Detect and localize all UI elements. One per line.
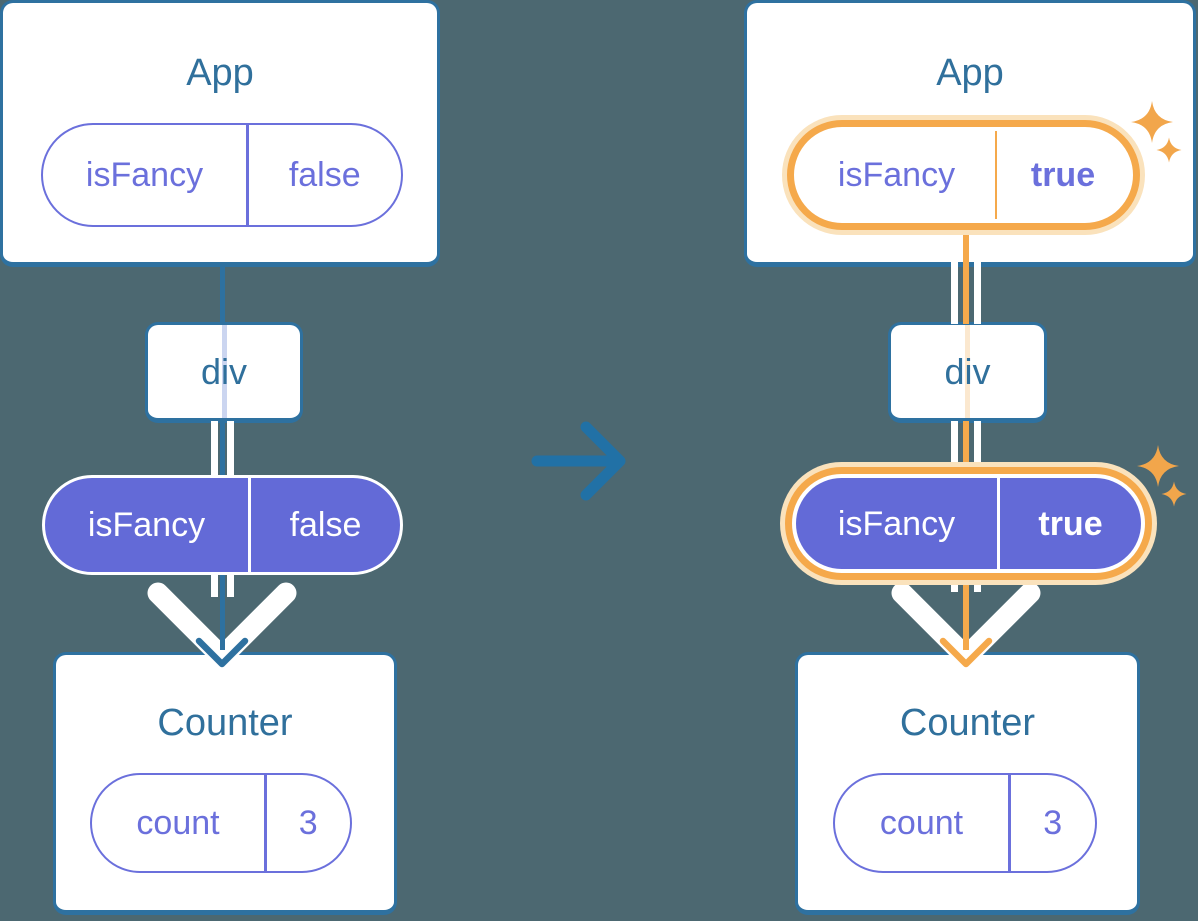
div-node-after: div bbox=[888, 322, 1047, 423]
state-value: 3 bbox=[1043, 804, 1063, 842]
app-state-pill-before: isFancy false bbox=[41, 123, 403, 227]
flow-tube-wall bbox=[974, 262, 981, 324]
tree-edge-line bbox=[219, 265, 225, 325]
counter-title-before: Counter bbox=[157, 702, 293, 744]
pill-divider bbox=[1008, 775, 1011, 871]
state-value: true bbox=[1030, 156, 1096, 194]
state-name: count bbox=[879, 804, 964, 842]
app-state-pill-after-highlight: isFancy true bbox=[782, 115, 1145, 235]
counter-title-after: Counter bbox=[899, 702, 1036, 744]
prop-value: false bbox=[289, 506, 362, 544]
prop-pill-after-highlight: isFancy true bbox=[780, 462, 1157, 585]
pill-divider bbox=[246, 125, 249, 225]
div-label: div bbox=[200, 350, 248, 392]
highlight-ring: isFancy true bbox=[787, 120, 1140, 230]
state-value: false bbox=[288, 156, 361, 194]
app-title-after: App bbox=[936, 52, 1004, 94]
app-title-before: App bbox=[186, 52, 254, 94]
pass-through-line bbox=[965, 325, 970, 418]
prop-value: true bbox=[1038, 504, 1103, 543]
prop-name: isFancy bbox=[837, 504, 956, 543]
pill-divider bbox=[264, 775, 267, 871]
pill-divider bbox=[997, 478, 1000, 569]
pill-divider bbox=[995, 131, 997, 219]
state-value: 3 bbox=[298, 804, 318, 842]
div-node-before: div bbox=[145, 322, 303, 423]
highlight-ring: isFancy true bbox=[785, 467, 1152, 580]
prop-pill-before: isFancy false bbox=[42, 475, 403, 575]
prop-name: isFancy bbox=[87, 506, 206, 544]
state-flow-line-highlight bbox=[963, 230, 969, 324]
counter-state-pill-after: count 3 bbox=[833, 773, 1097, 873]
pass-through-line bbox=[221, 325, 227, 418]
counter-state-pill-before: count 3 bbox=[90, 773, 352, 873]
state-name: isFancy bbox=[85, 156, 204, 194]
flow-tube-wall bbox=[951, 262, 958, 324]
state-name: count bbox=[136, 804, 220, 842]
pill-divider bbox=[248, 478, 251, 572]
state-name: isFancy bbox=[837, 156, 956, 194]
div-label: div bbox=[944, 350, 991, 392]
